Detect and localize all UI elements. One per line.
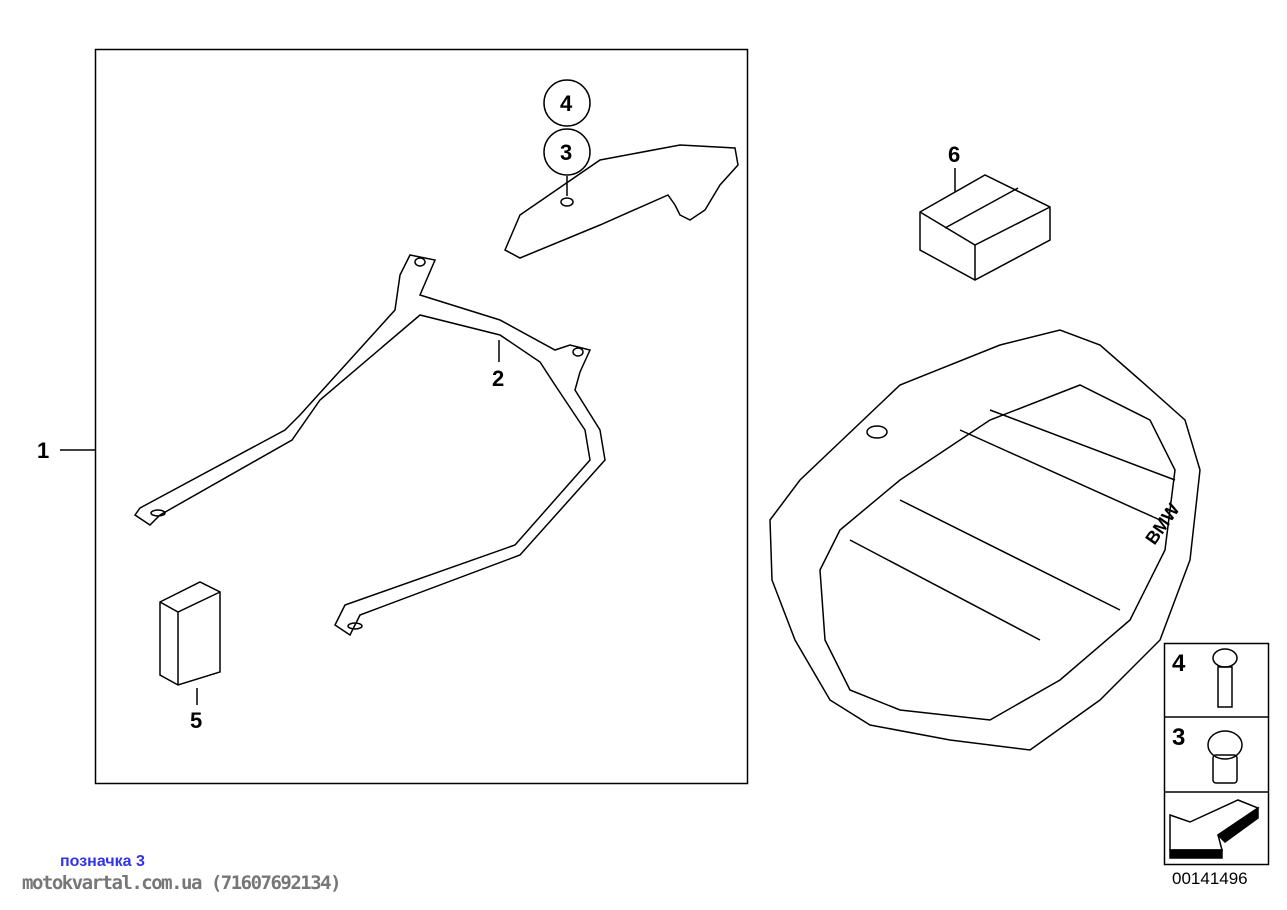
legend-box — [1163, 642, 1270, 866]
label-3: 3 — [560, 140, 573, 165]
note-text: позначка 3 — [60, 853, 145, 870]
legend-label-4: 4 — [1172, 650, 1186, 677]
carrier-bracket[interactable] — [133, 254, 606, 637]
label-6: 6 — [948, 142, 961, 167]
kit-frame — [94, 48, 749, 785]
top-case[interactable] — [769, 329, 1201, 751]
part-5-manual[interactable] — [159, 581, 221, 686]
grab-handle[interactable] — [504, 144, 739, 259]
callout-4 — [543, 79, 591, 127]
legend-label-3: 3 — [1172, 724, 1186, 751]
arrow-icon — [1169, 799, 1260, 859]
label-1: 1 — [37, 438, 50, 463]
callout-3 — [543, 128, 591, 176]
diagram-code: 00141496 — [1172, 869, 1248, 888]
nut-icon — [1207, 730, 1243, 784]
watermark: motokvartal.com.ua (71607692134) — [22, 872, 342, 894]
screw-icon — [1212, 648, 1238, 708]
label-2: 2 — [492, 366, 505, 391]
label-4: 4 — [560, 91, 573, 116]
part-6-box[interactable] — [919, 174, 1051, 281]
label-5: 5 — [190, 708, 203, 733]
